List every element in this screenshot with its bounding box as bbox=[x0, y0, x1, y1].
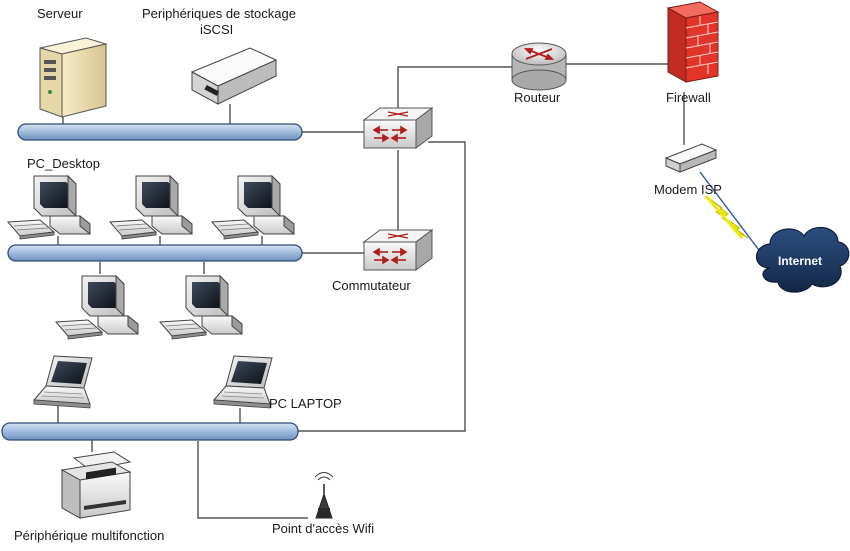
firewall-label: Firewall bbox=[666, 90, 711, 105]
server-icon bbox=[39, 37, 108, 118]
pc-desktop-label: PC_Desktop bbox=[27, 156, 100, 171]
router-label: Routeur bbox=[514, 90, 561, 105]
pc-laptop-label: PC LAPTOP bbox=[269, 396, 342, 411]
storage-label-line2: iSCSI bbox=[200, 22, 234, 37]
cloud-icon bbox=[755, 226, 850, 293]
firewall-icon bbox=[666, 1, 720, 83]
modem-label: Modem ISP bbox=[654, 182, 722, 197]
network-bus-1 bbox=[17, 123, 303, 141]
laptop-icon bbox=[33, 355, 93, 409]
switch-icon bbox=[363, 229, 433, 271]
desktop-computer-icon bbox=[109, 175, 193, 240]
internet-label: Internet bbox=[778, 254, 823, 268]
switch-icon bbox=[363, 107, 433, 149]
multifunction-device-label: Périphérique multifonction bbox=[14, 528, 165, 543]
desktop-computer-icon bbox=[55, 275, 139, 340]
wifi-access-point-label: Point d'accès Wifi bbox=[272, 521, 375, 536]
storage-appliance-icon bbox=[190, 47, 278, 105]
desktop-computer-icon bbox=[159, 275, 243, 340]
switch-label: Commutateur bbox=[332, 278, 411, 293]
laptop-icon bbox=[213, 355, 273, 409]
network-bus-3 bbox=[1, 422, 299, 441]
storage-label: Periphériques de stockage bbox=[142, 6, 296, 21]
server-label: Serveur bbox=[37, 6, 83, 21]
router-icon bbox=[511, 42, 567, 91]
lightning-link-icon bbox=[704, 195, 749, 239]
network-bus-2 bbox=[7, 244, 303, 262]
desktop-computer-icon bbox=[7, 175, 91, 240]
connection-lines bbox=[57, 63, 769, 519]
desktop-computer-icon bbox=[211, 175, 295, 240]
multifunction-printer-icon bbox=[60, 451, 132, 519]
modem-icon bbox=[664, 143, 718, 173]
wifi-antenna-icon bbox=[314, 472, 334, 519]
